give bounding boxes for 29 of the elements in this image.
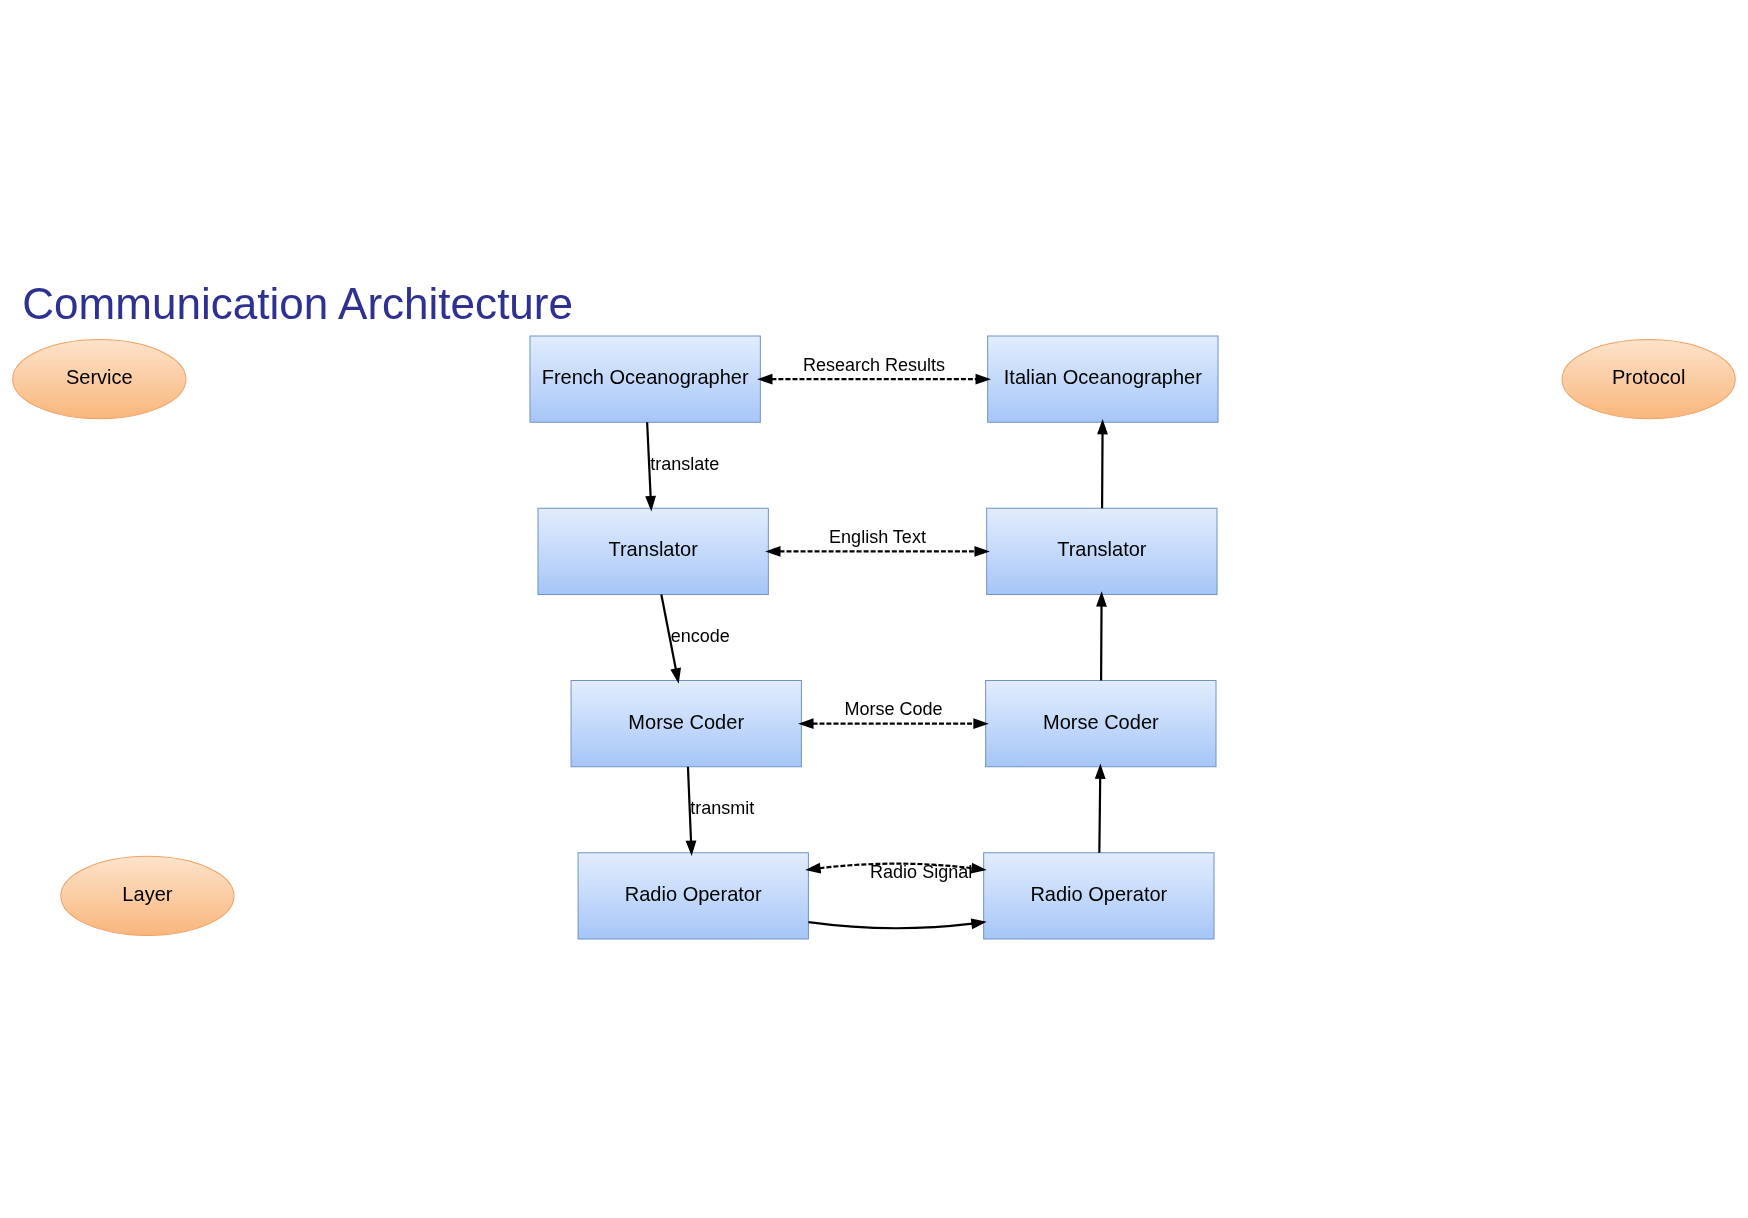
- arrow: [1096, 590, 1107, 680]
- node-box: French Oceanographer: [529, 335, 761, 423]
- node-box: Translator: [537, 507, 769, 595]
- edge-label: Research Results: [802, 354, 946, 375]
- edge-label: Radio Signal: [870, 861, 973, 882]
- arrow: [798, 717, 989, 729]
- node-box: Italian Oceanographer: [987, 335, 1219, 423]
- node-box: Radio Operator: [983, 851, 1215, 939]
- diagram-title: Communication Architecture: [22, 278, 574, 328]
- arrow: [808, 917, 987, 929]
- arrow: [757, 373, 991, 385]
- arrow: [685, 766, 697, 856]
- node-box: Radio Operator: [577, 851, 809, 939]
- node-ellipse: Layer: [60, 855, 235, 936]
- arrow: [1094, 762, 1106, 853]
- arrow: [1097, 418, 1108, 508]
- edge-label: encode: [670, 625, 730, 646]
- node-ellipse: Protocol: [1561, 338, 1736, 419]
- edge-label: English Text: [829, 526, 926, 547]
- arrow: [645, 421, 656, 512]
- edge-label: Morse Code: [844, 698, 943, 719]
- node-ellipse: Service: [12, 338, 187, 419]
- edge-label: translate: [650, 453, 720, 474]
- arrow: [805, 862, 987, 873]
- arrow: [765, 545, 990, 557]
- node-box: Morse Coder: [985, 679, 1217, 767]
- arrow: [660, 593, 682, 684]
- node-box: Morse Coder: [570, 679, 802, 767]
- node-box: Translator: [986, 507, 1218, 595]
